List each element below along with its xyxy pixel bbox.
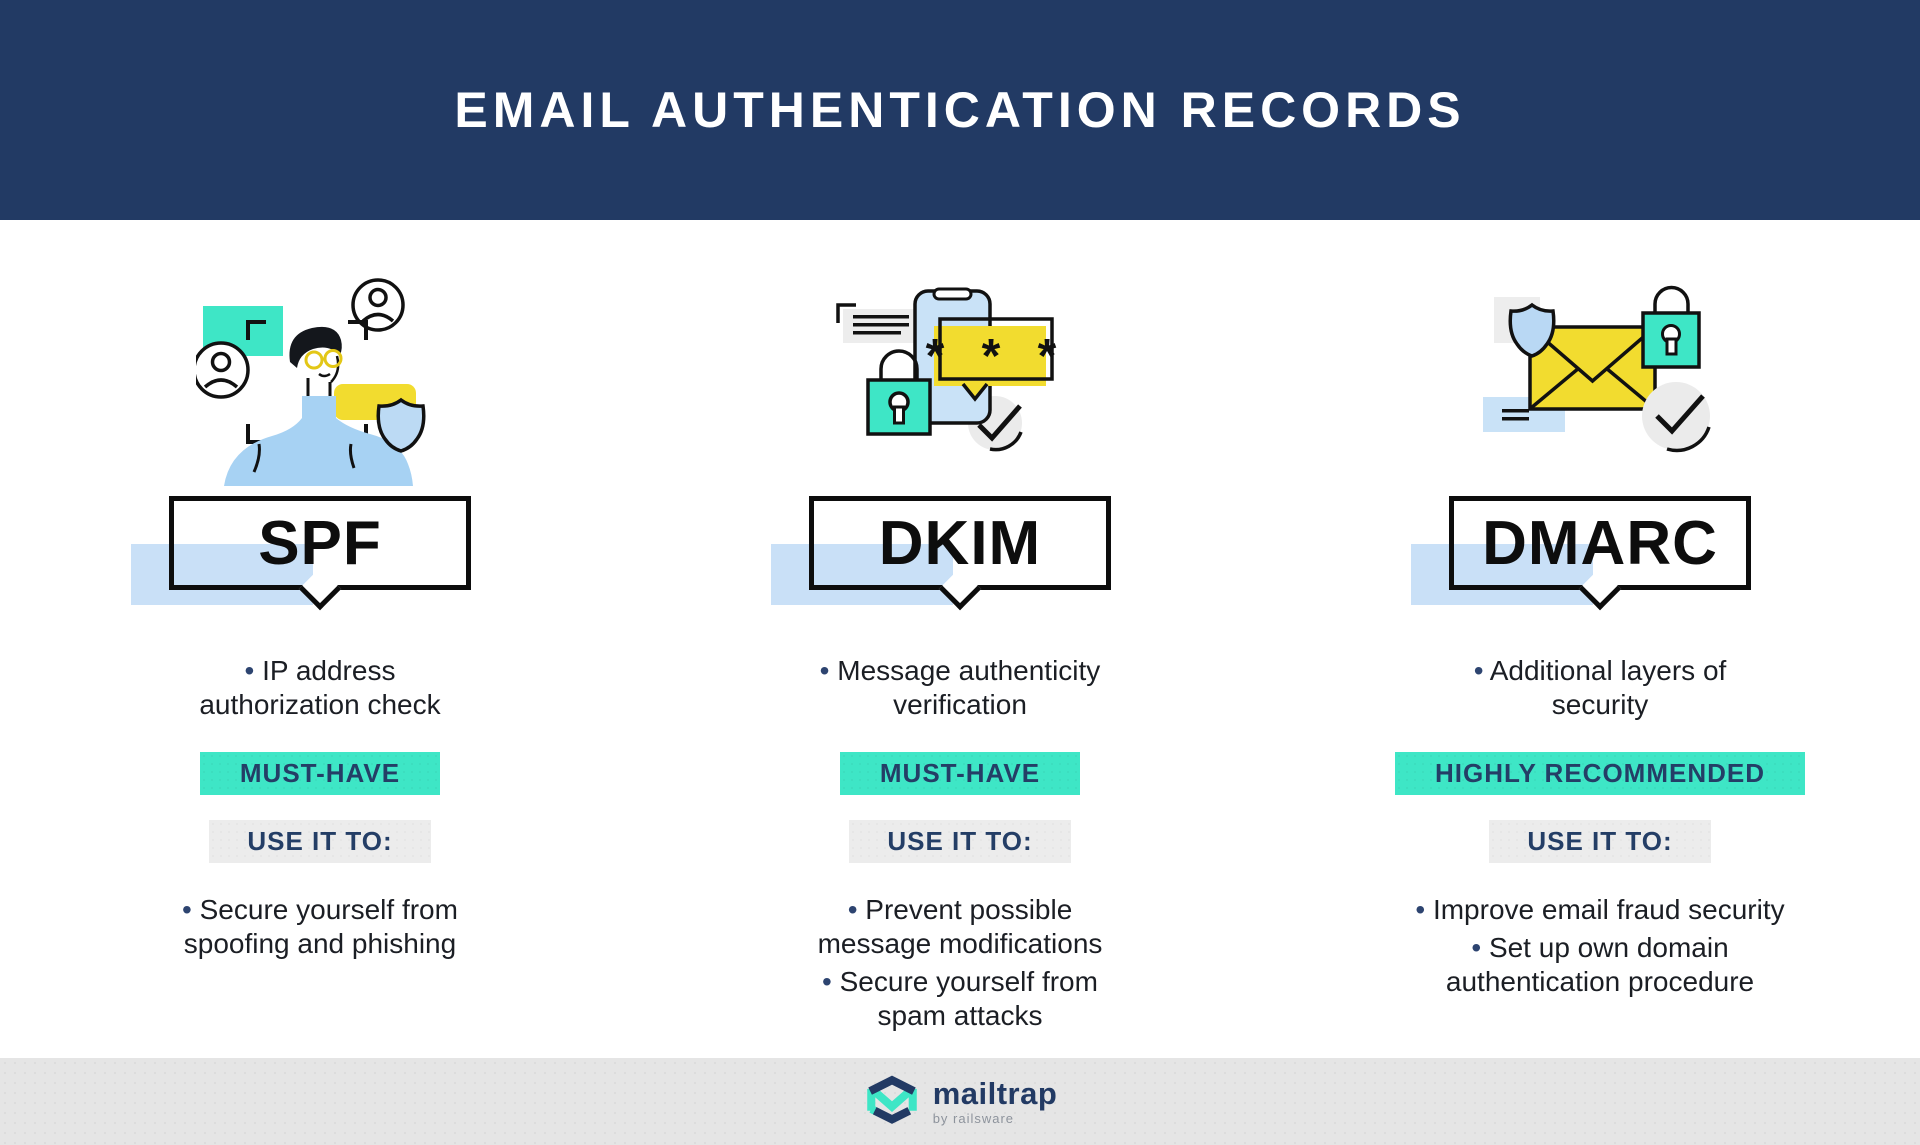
header-banner: EMAIL AUTHENTICATION RECORDS <box>0 0 1920 220</box>
dmarc-use-cases: Improve email fraud security Set up own … <box>1415 893 1785 1003</box>
spf-description: IP address authorization check <box>199 654 440 752</box>
logo-byline: by railsware <box>932 1111 1015 1126</box>
bullet-item: Secure yourself from spoofing and phishi… <box>182 893 458 961</box>
column-spf: SPF IP address authorization check MUST-… <box>0 220 640 1058</box>
shield-icon <box>1508 302 1556 358</box>
bullet-item: Prevent possible message modifications <box>818 893 1103 961</box>
dmarc-illustration <box>1475 276 1725 488</box>
phone-password-illustration: * * * <box>836 287 1069 452</box>
label-highlight <box>1411 544 1593 605</box>
user-avatar-icon <box>351 278 405 332</box>
main-content: SPF IP address authorization check MUST-… <box>0 220 1920 1058</box>
bullet-item: Message authenticity verification <box>820 654 1100 722</box>
bullet-item: IP address authorization check <box>199 654 440 722</box>
column-dmarc: DMARC Additional layers of security HIGH… <box>1280 220 1920 1058</box>
dkim-label: DKIM <box>878 508 1042 578</box>
dkim-use-it-to-label: USE IT TO: <box>849 820 1071 863</box>
label-highlight <box>131 544 313 605</box>
bullet-item: Additional layers of security <box>1474 654 1727 722</box>
person-with-glasses-icon <box>224 326 413 486</box>
page-title: EMAIL AUTHENTICATION RECORDS <box>454 82 1466 138</box>
dmarc-priority-badge: HIGHLY RECOMMENDED <box>1394 752 1806 795</box>
spf-use-cases: Secure yourself from spoofing and phishi… <box>182 893 458 965</box>
password-bubble-icon: * * * <box>926 317 1069 402</box>
bullet-item: Improve email fraud security <box>1415 893 1785 927</box>
dkim-use-cases: Prevent possible message modifications S… <box>818 893 1103 1037</box>
column-dkim: * * * DKIM <box>640 220 1280 1058</box>
dmarc-label-box: DMARC <box>1449 496 1751 611</box>
identity-check-illustration <box>196 278 426 486</box>
spf-use-it-to-label: USE IT TO: <box>209 820 431 863</box>
mailtrap-logo-icon <box>866 1075 917 1124</box>
secure-email-illustration <box>1483 285 1711 453</box>
spf-illustration <box>196 276 444 488</box>
check-circle-icon <box>1642 382 1711 453</box>
check-icon <box>977 404 1023 452</box>
dkim-illustration: * * * <box>835 276 1085 488</box>
dkim-label-box: DKIM <box>809 496 1111 611</box>
padlock-icon <box>866 349 932 436</box>
spf-priority-badge: MUST-HAVE <box>199 752 441 795</box>
dmarc-description: Additional layers of security <box>1474 654 1727 752</box>
dkim-priority-badge: MUST-HAVE <box>839 752 1081 795</box>
logo-wordmark: mailtrap <box>932 1076 1058 1111</box>
user-avatar-icon <box>196 341 250 399</box>
password-asterisks: * * * <box>926 330 1069 383</box>
bullet-item: Secure yourself from spam attacks <box>818 965 1103 1033</box>
spf-label: SPF <box>258 508 382 578</box>
dmarc-label: DMARC <box>1482 508 1718 578</box>
label-highlight <box>771 544 953 605</box>
shield-icon <box>376 397 426 453</box>
footer-bar: mailtrap by railsware <box>0 1058 1920 1145</box>
padlock-icon <box>1641 285 1701 369</box>
document-lines-icon <box>836 303 917 343</box>
dmarc-use-it-to-label: USE IT TO: <box>1489 820 1711 863</box>
mailtrap-logo: mailtrap by railsware <box>863 1075 1058 1128</box>
spf-label-box: SPF <box>169 496 471 611</box>
dkim-description: Message authenticity verification <box>820 654 1100 752</box>
bullet-item: Set up own domain authentication procedu… <box>1415 931 1784 999</box>
